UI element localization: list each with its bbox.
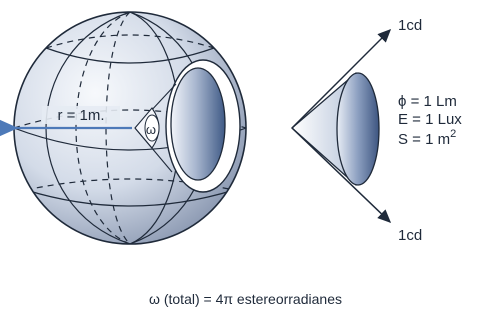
area-label-base: S = 1 m: [398, 131, 450, 148]
upper-ray-arrow: [291, 28, 392, 129]
latitude-line-lower-back: [25, 178, 235, 191]
latitude-line-lower: [25, 189, 235, 207]
lower-ray-label: 1cd: [398, 227, 422, 244]
lower-ray-arrow: [291, 127, 392, 224]
meridian-back-center: [105, 12, 131, 244]
area-label-exponent: 2: [450, 128, 456, 140]
caption: ω (total) = 4π estereorradianes: [149, 291, 342, 307]
radius-label: r = 1m.: [57, 107, 104, 124]
solid-angle-cap: [144, 114, 160, 142]
cone-base: [336, 72, 380, 186]
radius-label-bg: [42, 106, 120, 124]
sphere: ω r = 1m.: [0, 11, 247, 245]
illumination-cone: 1cd 1cd ϕ = 1 Lm E = 1 Lux S = 1 m2: [291, 17, 462, 244]
omega-symbol: ω: [146, 122, 156, 137]
spherical-cap-disc: [170, 67, 226, 181]
area-label: S = 1 m2: [398, 128, 456, 148]
upper-ray-label: 1cd: [398, 17, 422, 34]
illuminance-label: E = 1 Lux: [398, 111, 462, 128]
flux-label: ϕ = 1 Lm: [398, 93, 457, 110]
latitude-line-upper: [45, 47, 215, 64]
